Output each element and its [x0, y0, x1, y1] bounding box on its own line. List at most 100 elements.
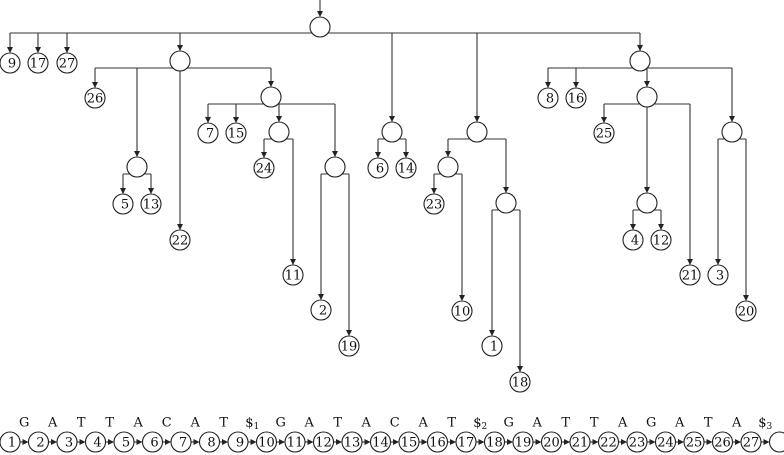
leaf-label: 15: [228, 127, 245, 142]
leaf-node: 3: [707, 264, 729, 286]
sequence-node-label: 24: [657, 436, 674, 451]
internal-node: [629, 50, 651, 72]
sequence-character: C: [390, 416, 400, 431]
sequence-character: T: [447, 416, 456, 431]
leaf-label: 8: [546, 92, 554, 107]
sequence-node: [626, 431, 648, 453]
sequence-node-label: 1: [8, 436, 16, 451]
sequence-node: [426, 431, 449, 453]
leaf-label: 20: [738, 305, 755, 320]
internal-node: [636, 86, 658, 108]
leaf-label: 24: [256, 162, 273, 177]
sequence-character: G: [276, 416, 286, 431]
leaf-label: 4: [631, 234, 639, 249]
sequence-node-label: 9: [236, 436, 244, 451]
leaf-label: 27: [59, 57, 76, 72]
leaf-circle: [27, 52, 49, 74]
sequence-character: A: [674, 416, 685, 431]
sequence-node: [312, 431, 335, 453]
leaf-node: 5: [112, 193, 134, 215]
sequence-character: A: [47, 416, 58, 431]
sequence-node-label: 27: [743, 436, 760, 451]
leaf-node: 16: [565, 87, 587, 109]
sequence-node: [711, 431, 734, 453]
sequence-node-label: 3: [65, 436, 73, 451]
sequence-character: $2: [473, 416, 487, 433]
sequence-node: [227, 431, 249, 453]
sequence-node-label: 12: [315, 436, 332, 451]
leaf-circle: [679, 264, 701, 286]
leaf-circle: [338, 335, 360, 357]
sequence-node-label: 14: [372, 436, 389, 451]
sequence-node: [597, 431, 620, 453]
sequence-node-label: 19: [515, 436, 532, 451]
sequence-character: A: [304, 416, 315, 431]
leaf-circle: [593, 122, 615, 144]
sequence-character: A: [532, 416, 543, 431]
sequence-character: A: [617, 416, 628, 431]
sequence-character: T: [77, 416, 86, 431]
leaf-node: 24: [253, 157, 275, 179]
leaf-node: 12: [650, 229, 672, 251]
leaf-label: 26: [87, 92, 104, 107]
leaf-node: 11: [282, 264, 304, 286]
sequence-node-label: 5: [122, 436, 130, 451]
sequence-character: A: [731, 416, 742, 431]
internal-node: [495, 192, 517, 214]
sequence-node-label: 25: [686, 436, 703, 451]
leaf-node: 26: [84, 87, 106, 109]
sequence-node: [768, 431, 784, 453]
internal-node: [466, 121, 488, 143]
sequence-node-label: 13: [344, 436, 361, 451]
leaf-node: 10: [451, 300, 473, 322]
leaf-node: 7: [197, 122, 219, 144]
leaf-circle: [367, 157, 389, 179]
sequence-character: C: [162, 416, 172, 431]
leaf-node: 18: [509, 371, 531, 393]
leaf-node: 27: [56, 52, 78, 74]
sequence-node: [284, 431, 306, 453]
sequence-node-label: 17: [458, 436, 475, 451]
sequence-character: T: [561, 416, 570, 431]
leaf-circle: [225, 122, 247, 144]
internal-node: [381, 121, 403, 143]
leaf-circle: [650, 229, 672, 251]
internal-node: [636, 192, 658, 214]
sequence-node: [455, 431, 477, 453]
leaf-label: 25: [596, 127, 613, 142]
sequence-node-label: 23: [629, 436, 646, 451]
leaf-label: 18: [512, 376, 529, 391]
sequence-character: T: [333, 416, 342, 431]
tree-edges: [7, 0, 749, 372]
leaf-node: 6: [367, 157, 389, 179]
leaf-circle: [451, 300, 473, 322]
internal-node: [268, 121, 290, 143]
leaf-label: 14: [398, 162, 415, 177]
leaf-circle: [197, 122, 219, 144]
sequence-node: [255, 431, 278, 453]
leaf-label: 5: [121, 198, 129, 213]
sequence-node: [569, 431, 591, 453]
leaf-node: 19: [338, 335, 360, 357]
leaf-node: 13: [140, 193, 162, 215]
leaf-node: 2: [310, 299, 332, 321]
leaf-label: 6: [376, 162, 384, 177]
leaf-circle: [56, 52, 78, 74]
sequence-character: G: [646, 416, 656, 431]
leaf-node: 17: [27, 52, 49, 74]
leaf-label: 23: [426, 198, 443, 213]
sequence-character: A: [190, 416, 201, 431]
internal-node: [169, 50, 191, 72]
leaf-label: 3: [716, 269, 724, 284]
sequence-node-label: 8: [207, 436, 215, 451]
sequence-node: [654, 431, 677, 453]
sequence-character: T: [219, 416, 228, 431]
leaf-node: 20: [735, 300, 757, 322]
sequence-character: $1: [245, 416, 259, 433]
leaf-circle: [622, 229, 644, 251]
internal-node: [324, 156, 346, 178]
sequence-node: [740, 431, 762, 453]
leaf-circle: [282, 264, 304, 286]
